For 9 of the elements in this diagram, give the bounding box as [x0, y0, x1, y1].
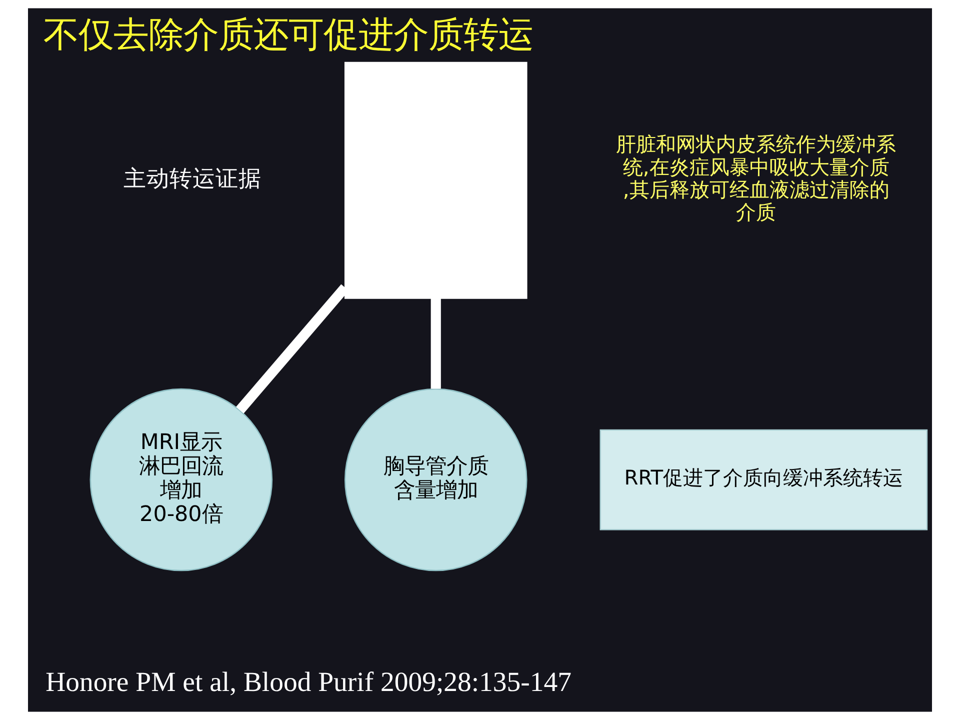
- label: 主动转运证据: [124, 166, 262, 192]
- connector: [430, 298, 441, 389]
- node-box: RRT促进了介质向缓冲系统转运: [600, 429, 928, 530]
- node-circle: 胸导管介质含量增加: [344, 388, 528, 572]
- node-box: [344, 62, 528, 299]
- caption: Honore PM et al, Blood Purif 2009;28:135-147: [46, 666, 572, 698]
- label: 肝脏和网状内皮系统作为缓冲系统,在炎症风暴中吸收大量介质,其后释放可经血液滤过清除的介质: [616, 132, 896, 224]
- node-circle: MRI显示淋巴回流增加20-80倍: [90, 388, 273, 572]
- diagram-title: 不仅去除介质还可促进介质转运: [43, 14, 534, 56]
